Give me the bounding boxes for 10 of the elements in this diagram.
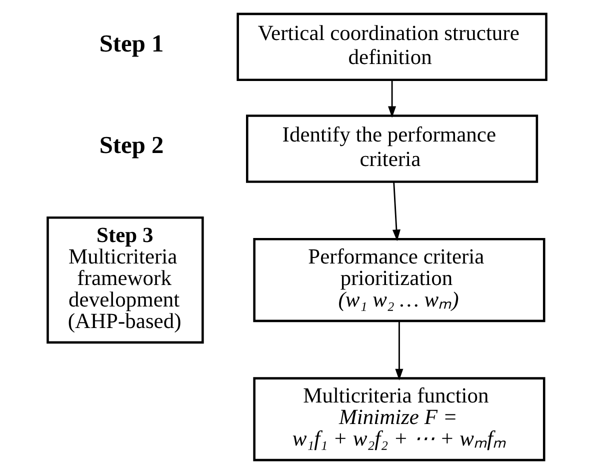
label: Step 1 bbox=[98, 30, 164, 58]
arrow bbox=[392, 182, 400, 242]
node-box: Vertical coordination structure definition bbox=[236, 12, 547, 82]
arrow bbox=[394, 321, 403, 380]
node-box: Multicriteria function Minimize F = w₁f₁ + w₂f₂ + ⋯ + wₘfₘ bbox=[252, 377, 545, 462]
node-box: Performance criteria prioritization (w₁ w₂ … wₘ) bbox=[252, 238, 545, 322]
node-box: Step 3 Multicriteria framework development (AHP-based) bbox=[46, 216, 204, 344]
arrow bbox=[388, 80, 396, 118]
label: Step 2 bbox=[98, 132, 164, 160]
node-box: Identify the performance criteria bbox=[246, 114, 538, 183]
